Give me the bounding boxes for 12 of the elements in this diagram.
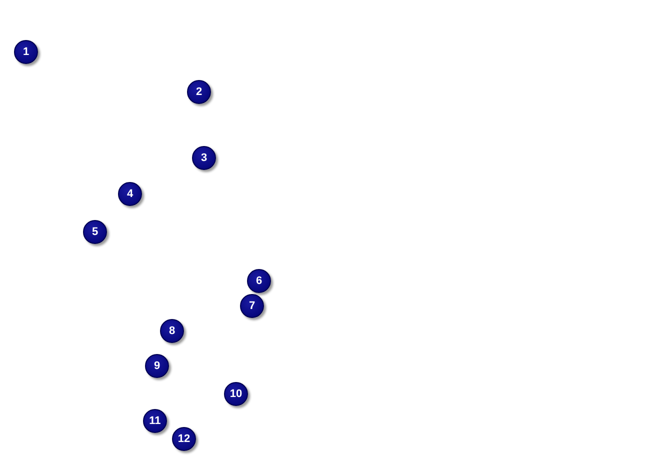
callout-number: 3 xyxy=(192,146,216,170)
callout-number: 8 xyxy=(160,319,184,343)
callout-number: 6 xyxy=(247,269,271,293)
callout-number: 5 xyxy=(83,220,107,244)
callout-number: 4 xyxy=(118,182,142,206)
callout-number: 10 xyxy=(224,382,248,406)
callout-number: 1 xyxy=(14,40,38,64)
callout-number: 7 xyxy=(240,294,264,318)
callout-number: 12 xyxy=(172,427,196,451)
callout-number: 9 xyxy=(145,354,169,378)
callout-number: 2 xyxy=(187,80,211,104)
callout-number: 11 xyxy=(143,409,167,433)
